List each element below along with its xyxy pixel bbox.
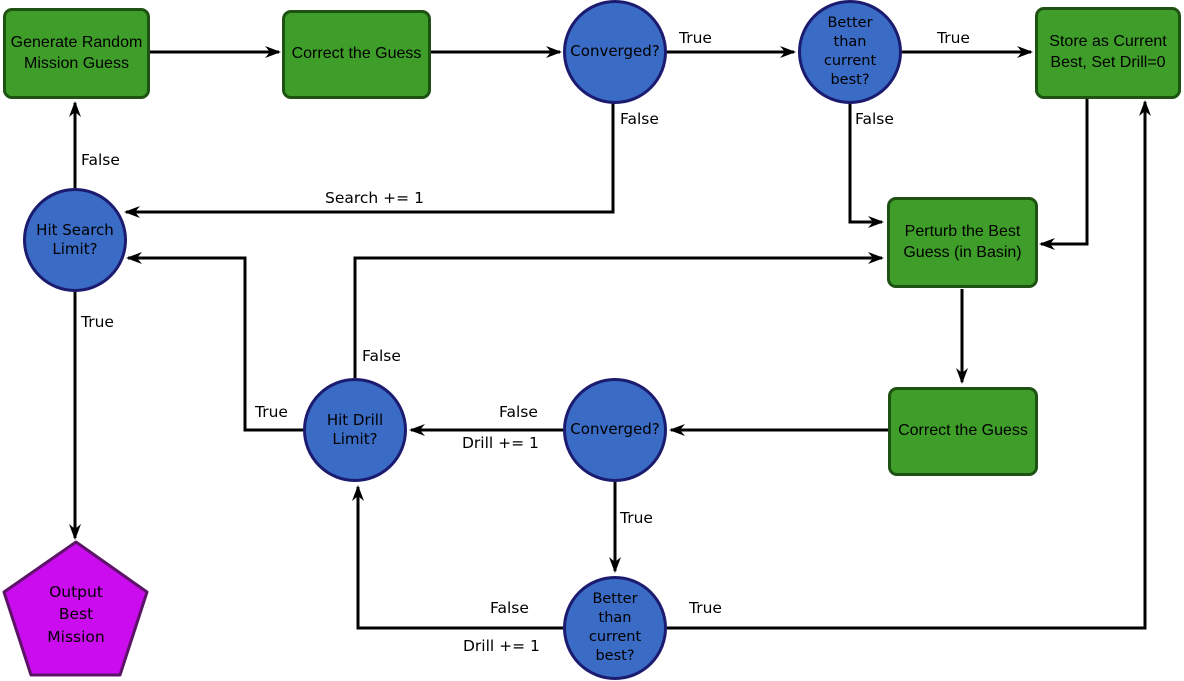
node-label: Store as Current Best, Set Drill=0: [1049, 33, 1167, 71]
node-better-than-current-best-top: Better than current best?: [798, 0, 902, 104]
node-label: Better than current best?: [823, 14, 877, 89]
edge-hitdrill-false-to-perturb: [353, 252, 884, 378]
edge-better-bottom-false-to-hitdrill: [352, 485, 563, 630]
edge-hitdrill-true-to-hitsearch: [126, 252, 303, 432]
edge-converged-false-to-hitsearch: [124, 103, 615, 218]
edge-label-better-top-false: False: [855, 110, 894, 128]
node-converged-bottom: Converged?: [563, 378, 667, 482]
node-label: Converged?: [570, 42, 660, 61]
edge-label-hit-drill-false: False: [362, 347, 401, 365]
node-label: Correct the Guess: [898, 422, 1028, 440]
edge-label-hit-drill-true: True: [255, 403, 288, 421]
node-label: Output Best Mission: [47, 582, 105, 646]
edge-label-better-bottom-true: True: [689, 599, 722, 617]
edge-label-converged-bottom-false: False: [499, 403, 538, 421]
output-pentagon-shape: [2, 540, 149, 677]
edge-label-better-top-true: True: [937, 29, 970, 47]
edge-label-converged-top-true: True: [679, 29, 712, 47]
node-label: Better than current best?: [588, 590, 642, 665]
node-label: Perturb the Best Guess (in Basin): [903, 222, 1022, 261]
node-label: Hit Drill Limit?: [326, 410, 384, 449]
node-perturb-the-best-guess: Perturb the Best Guess (in Basin): [887, 197, 1038, 288]
edge-label-converged-top-false: False: [620, 110, 659, 128]
node-generate-random-mission-guess: Generate Random Mission Guess: [3, 8, 150, 99]
node-hit-search-limit: Hit Search Limit?: [23, 188, 127, 292]
edge-label-hit-search-false: False: [81, 151, 120, 169]
edge-label-drill-increment-mid: Drill += 1: [462, 434, 539, 452]
edge-label-drill-increment-bottom: Drill += 1: [463, 637, 540, 655]
node-label: Hit Search Limit?: [36, 220, 114, 259]
node-label: Correct the Guess: [291, 45, 422, 63]
node-hit-drill-limit: Hit Drill Limit?: [303, 378, 407, 482]
node-store-as-current-best: Store as Current Best, Set Drill=0: [1035, 7, 1181, 99]
edge-label-hit-search-true: True: [81, 313, 114, 331]
edge-label-better-bottom-false: False: [490, 599, 529, 617]
node-correct-the-guess-top: Correct the Guess: [282, 10, 431, 99]
edge-better-bottom-true-to-store: [667, 100, 1151, 630]
node-label: Generate Random Mission Guess: [10, 33, 143, 72]
edge-better-false-to-perturb: [848, 103, 884, 228]
edge-label-converged-bottom-true: True: [620, 509, 653, 527]
node-label: Converged?: [570, 420, 660, 439]
node-converged-top: Converged?: [563, 0, 667, 104]
edge-store-to-perturb: [1039, 98, 1089, 250]
node-output-best-mission-label: Output Best Mission: [16, 562, 136, 667]
node-correct-the-guess-bottom: Correct the Guess: [888, 387, 1038, 476]
node-better-than-current-best-bottom: Better than current best?: [563, 576, 667, 680]
edge-label-search-increment: Search += 1: [325, 189, 424, 207]
